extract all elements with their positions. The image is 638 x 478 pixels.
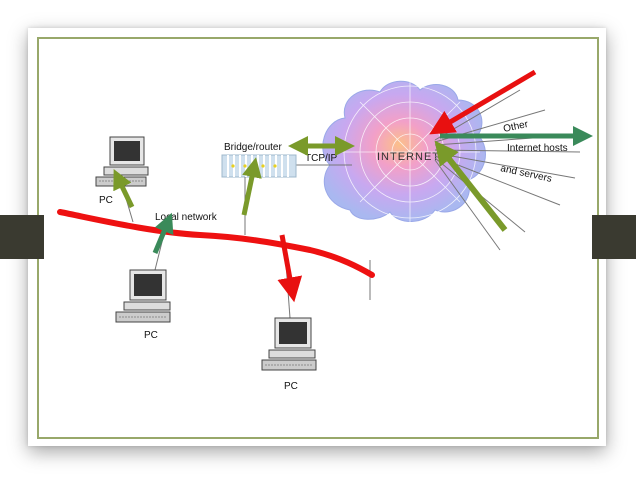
pc-top-left xyxy=(95,136,149,187)
arrow-pc1-up xyxy=(113,168,135,209)
left-slide-tab xyxy=(0,215,44,259)
arrow-internet-return xyxy=(434,140,508,232)
arrow-incoming-internet xyxy=(429,69,537,135)
right-slide-tab xyxy=(592,215,636,259)
pc-bottom-label: PC xyxy=(284,381,298,392)
internet-hosts-label: Internet hosts xyxy=(507,143,568,154)
internet-label: INTERNET xyxy=(377,151,440,163)
arrow-to-pc-bottom xyxy=(277,234,303,303)
pc-top-left-label: PC xyxy=(99,195,113,206)
slide-frame xyxy=(37,37,599,439)
bridge-router-label: Bridge/router xyxy=(224,142,282,153)
pc-bottom xyxy=(261,317,317,371)
local-network-label: Local network xyxy=(155,212,218,223)
and-servers-label: and servers xyxy=(499,163,552,185)
pc-middle-left-label: PC xyxy=(144,330,158,341)
arrow-pc2-up xyxy=(152,212,174,254)
other-label: Other xyxy=(502,119,529,135)
tcp-ip-label: TCP/IP xyxy=(305,153,338,164)
pc-middle-left xyxy=(115,269,171,323)
arrow-to-router xyxy=(241,157,262,216)
bridge-router-device xyxy=(221,154,297,178)
local-network-line xyxy=(57,209,375,278)
